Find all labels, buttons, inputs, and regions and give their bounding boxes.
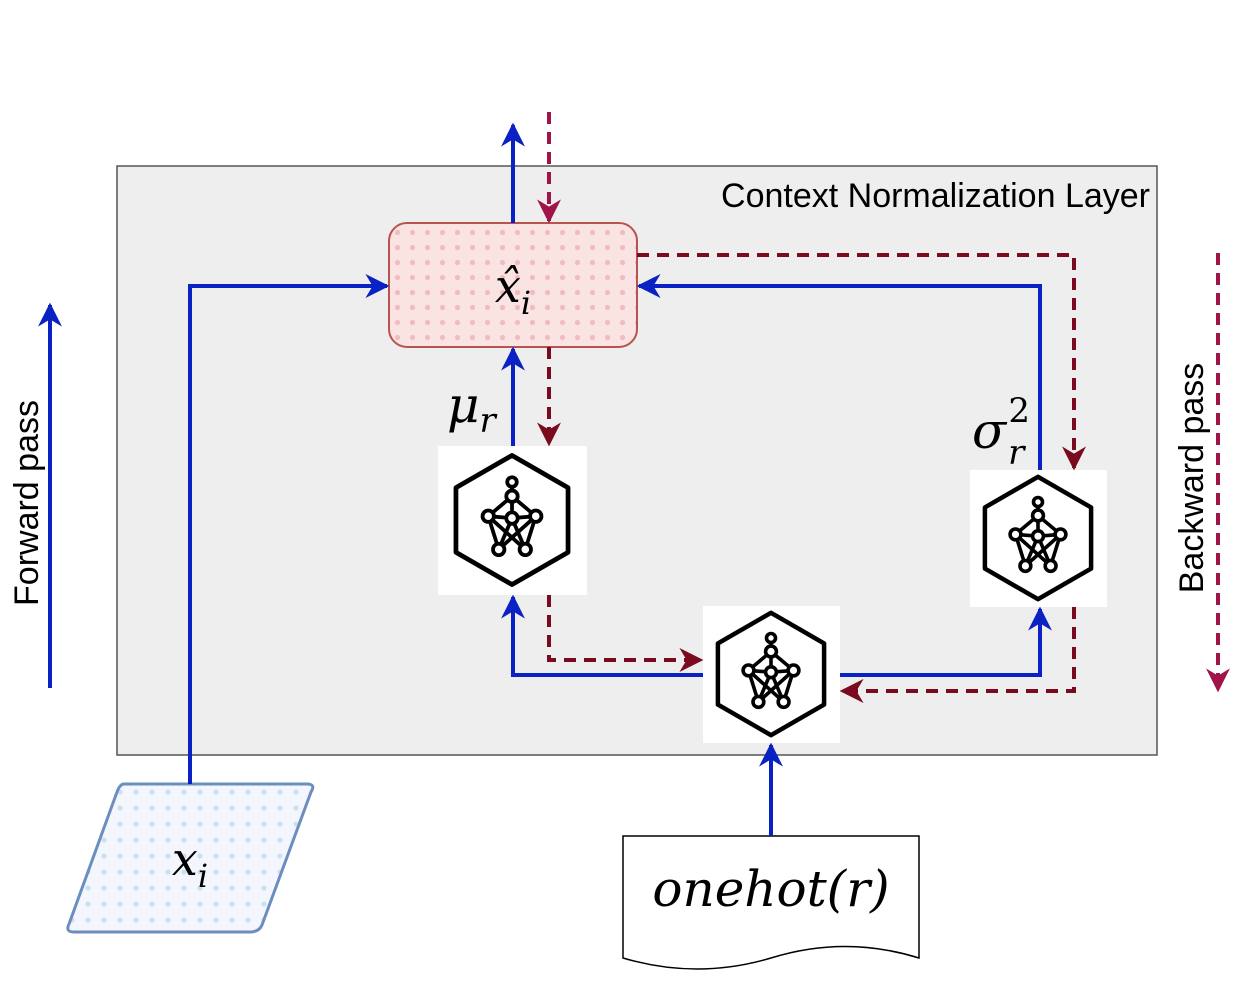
input-node: [66, 782, 315, 934]
backward-legend-label: Backward pass: [1173, 363, 1211, 594]
edge-shared-to-mean: [501, 594, 703, 677]
edge-shared-to-variance: [840, 606, 1052, 677]
variance-label: σr2: [972, 391, 1030, 473]
edge-input-to-output: [188, 274, 390, 784]
input-label: xi: [172, 832, 208, 895]
grad-output-to-variance: [637, 253, 1086, 471]
edge-variance-to-output: [636, 274, 1042, 470]
output-label: x̂i: [495, 259, 531, 322]
grad-mean-to-shared: [547, 595, 704, 672]
forward-edges: [188, 122, 1052, 836]
onehot-node: [622, 835, 920, 970]
grad-variance-to-shared: [839, 607, 1076, 703]
backward-edges: [537, 112, 1086, 703]
layer-title: Context Normalization Layer: [721, 177, 1150, 215]
forward-legend-label: Forward pass: [8, 400, 46, 606]
onehot-label: onehot(r): [652, 860, 889, 918]
mean-label: μr: [447, 376, 498, 441]
